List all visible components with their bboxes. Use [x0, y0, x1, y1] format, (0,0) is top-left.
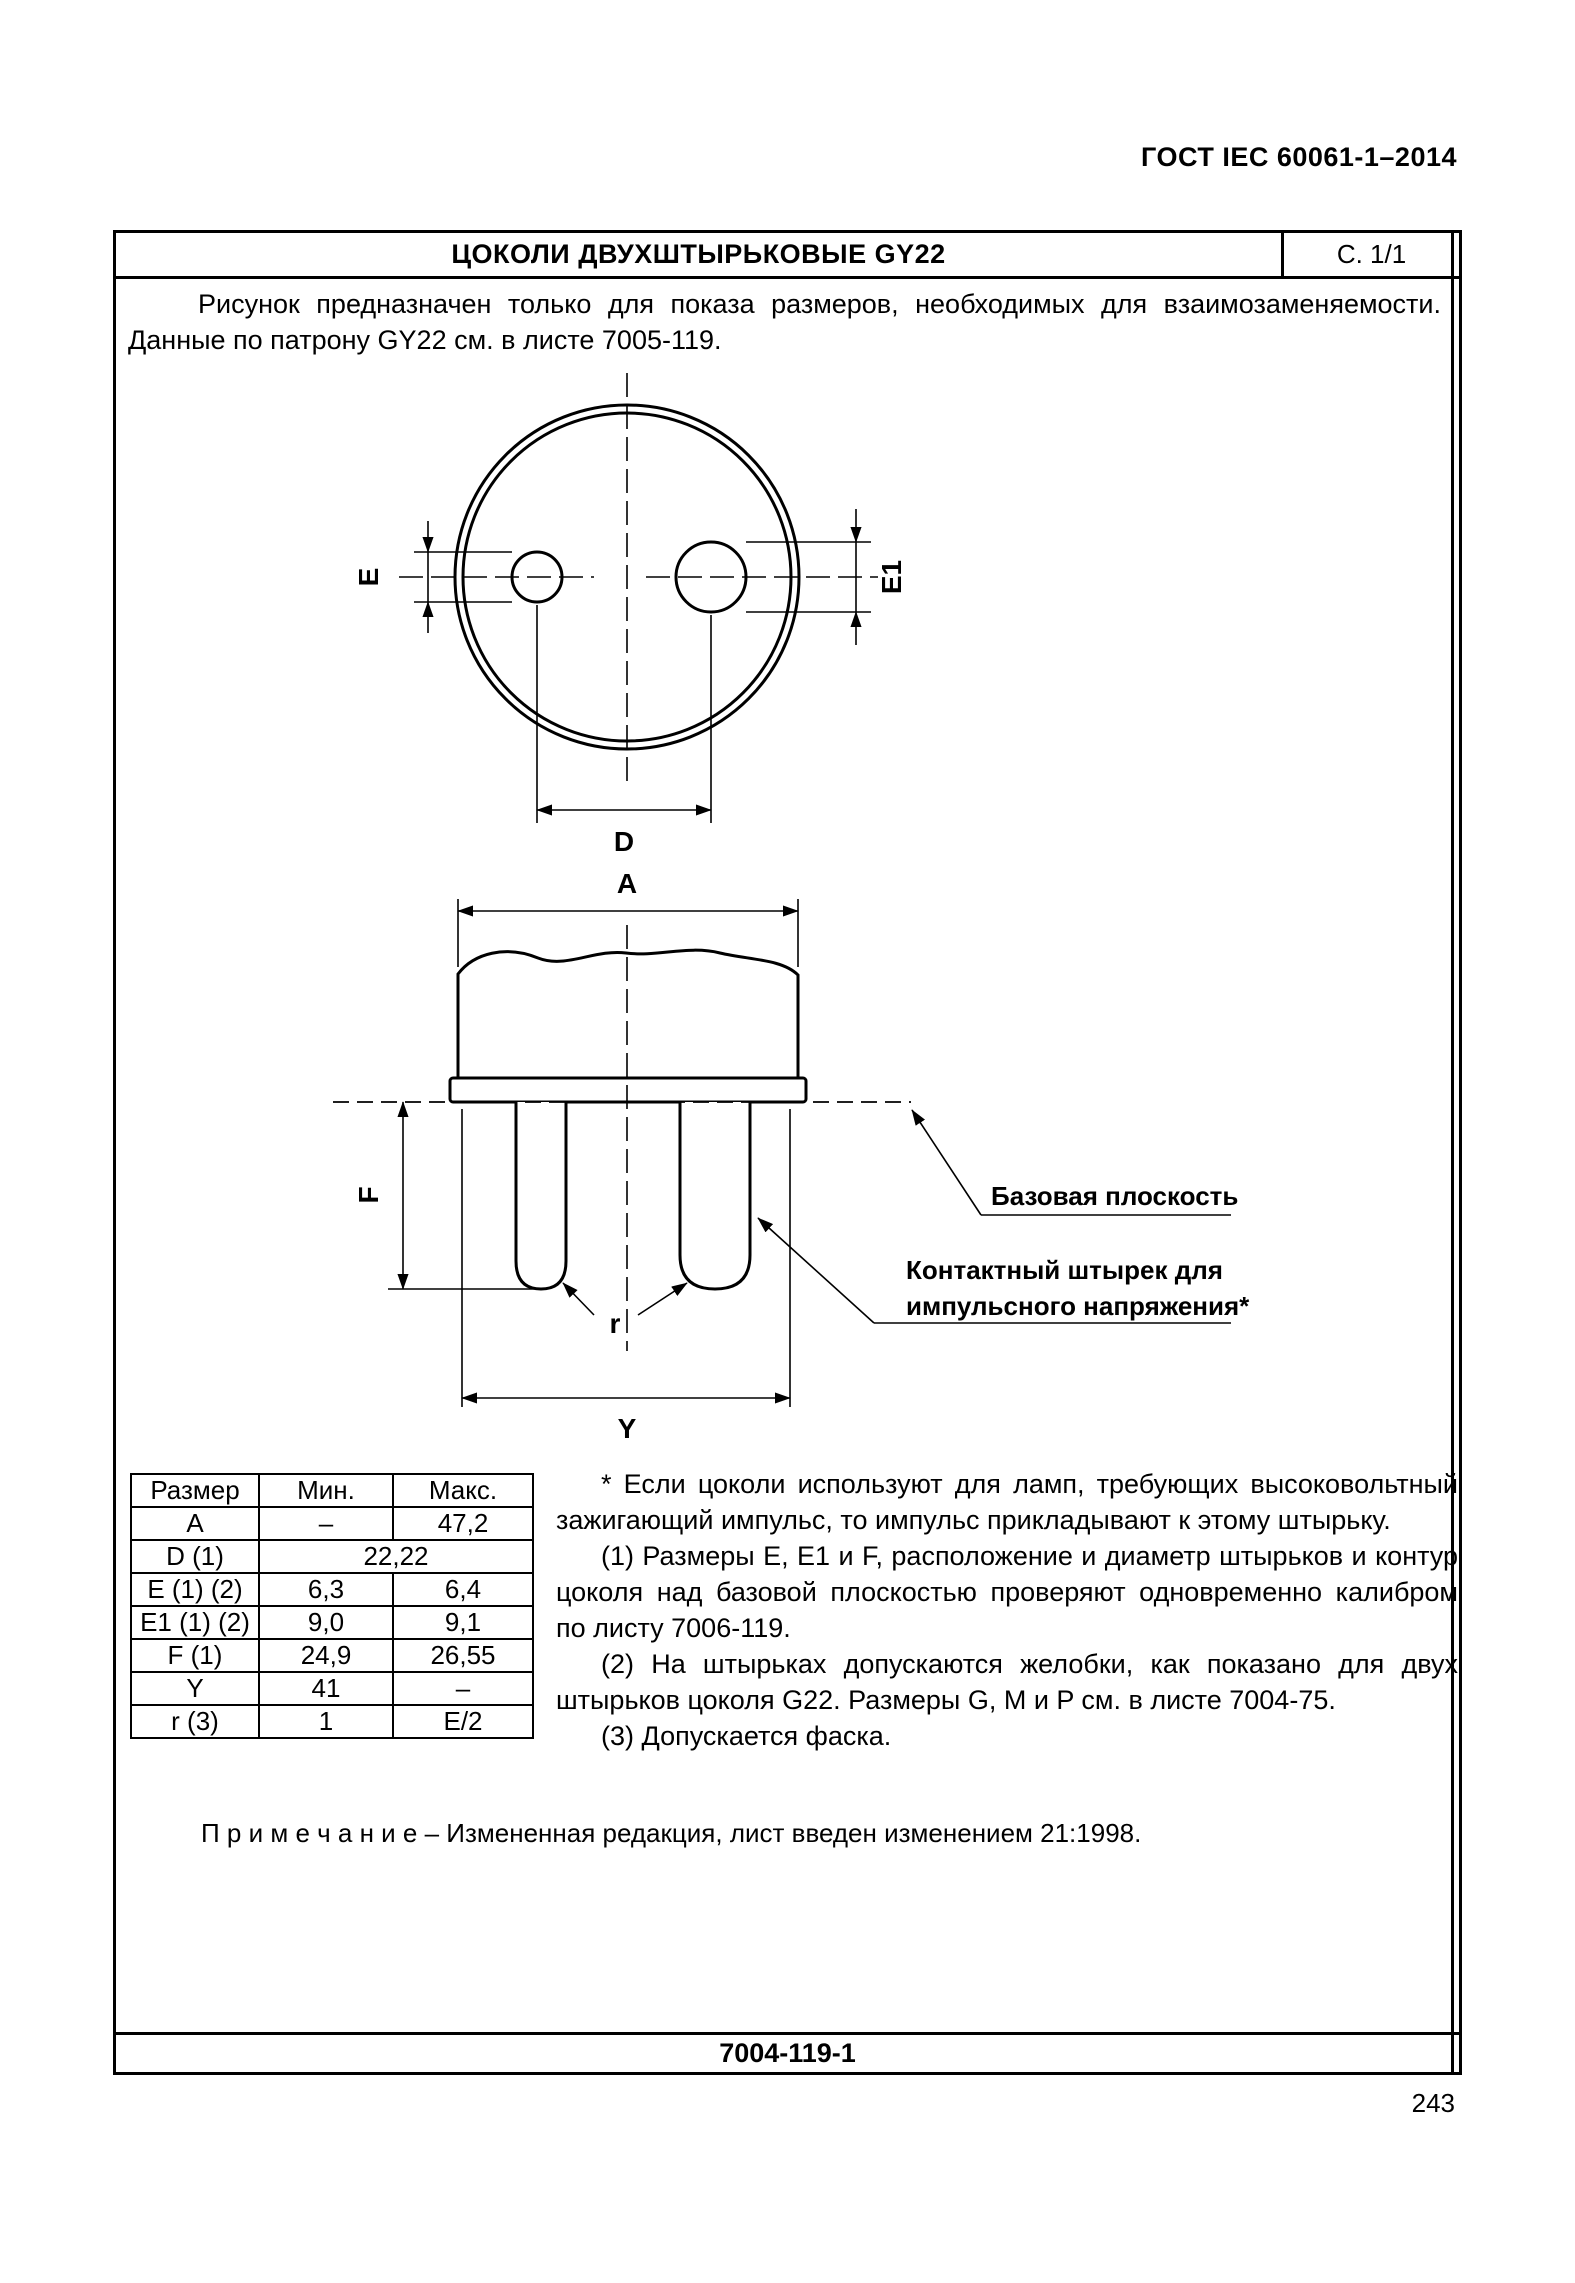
cell-merged-value: 22,22 [258, 1539, 534, 1574]
pin-left-top-view [510, 550, 564, 604]
dim-label-r: r [610, 1308, 621, 1339]
pin-right-top-view [674, 540, 748, 614]
dim-E1: E1 [746, 509, 907, 645]
intro-line1: Рисунок предназначен только для показа р… [198, 289, 1441, 319]
cell-size: F (1) [130, 1638, 260, 1673]
top-view: E E1 D [353, 373, 907, 857]
callout-contact-pin-line2: импульсного напряжения* [906, 1291, 1250, 1321]
remark-label: П р и м е ч а н и е [201, 1818, 418, 1848]
intro-paragraph: Рисунок предназначен только для показа р… [128, 286, 1441, 358]
cell-max: 47,2 [392, 1506, 534, 1541]
base-outline-inner [461, 411, 793, 743]
cell-max: 6,4 [392, 1572, 534, 1607]
col-header-min: Мин. [258, 1473, 394, 1508]
base-collar [448, 1076, 808, 1104]
dimensions-table: Размер Мин. Макс. A – 47,2 D (1) 22,22 E… [130, 1473, 534, 1739]
notes-block: * Если цоколи используют для ламп, требу… [556, 1466, 1458, 1754]
callout-contact-pin: Контактный штырек для импульсного напряж… [757, 1217, 1250, 1324]
dim-label-D: D [614, 826, 634, 857]
note-asterisk: * Если цоколи используют для ламп, требу… [556, 1469, 1458, 1535]
callout-base-plane-label: Базовая плоскость [991, 1181, 1238, 1211]
cell-size: Y [130, 1671, 260, 1706]
dim-F: F [353, 1101, 546, 1290]
base-body [456, 948, 800, 1080]
sheet-title-row: ЦОКОЛИ ДВУХШТЫРЬКОВЫЕ GY22 С. 1/1 [116, 233, 1459, 279]
table-row-D: D (1) 22,22 [130, 1539, 534, 1574]
cell-size: A [130, 1506, 260, 1541]
sheet-number: 7004-119-1 [719, 2038, 856, 2068]
cell-min: 9,0 [258, 1605, 394, 1640]
cell-min: – [258, 1506, 394, 1541]
frame-double-line [1451, 233, 1454, 2072]
dim-label-A: A [617, 868, 637, 899]
table-row-r: r (3) 1 E/2 [130, 1704, 534, 1739]
sheet-number-row: 7004-119-1 [116, 2032, 1459, 2072]
cell-min: 41 [258, 1671, 394, 1706]
dim-D: D [536, 605, 712, 857]
dim-label-F: F [353, 1186, 384, 1203]
col-header-max: Макс. [392, 1473, 534, 1508]
table-row-E1: E1 (1) (2) 9,0 9,1 [130, 1605, 534, 1640]
cell-size: D (1) [130, 1539, 260, 1574]
pin-left-side-view [514, 1102, 568, 1291]
cell-min: 6,3 [258, 1572, 394, 1607]
table-row-E: E (1) (2) 6,3 6,4 [130, 1572, 534, 1607]
intro-line2: Данные по патрону GY22 см. в листе 7005-… [128, 325, 722, 355]
dim-A: A [457, 868, 799, 967]
col-header-size: Размер [130, 1473, 260, 1508]
table-header-row: Размер Мин. Макс. [130, 1473, 534, 1508]
cell-size: r (3) [130, 1704, 260, 1739]
dim-label-E1: E1 [876, 560, 907, 594]
page-number: 243 [1411, 2088, 1455, 2118]
cell-size: E (1) (2) [130, 1572, 260, 1607]
dim-Y: Y [461, 1109, 791, 1444]
table-row-F: F (1) 24,9 26,55 [130, 1638, 534, 1673]
table-row-A: A – 47,2 [130, 1506, 534, 1541]
technical-drawing: E E1 D [333, 373, 1250, 1444]
remark: П р и м е ч а н и е – Измененная редакци… [201, 1818, 1141, 1849]
callout-base-plane: Базовая плоскость [911, 1109, 1238, 1216]
cell-max: E/2 [392, 1704, 534, 1739]
note-3: (3) Допускается фаска. [601, 1721, 892, 1751]
table-row-Y: Y 41 – [130, 1671, 534, 1706]
dim-label-Y: Y [618, 1413, 637, 1444]
callout-contact-pin-line1: Контактный штырек для [906, 1255, 1223, 1285]
dim-label-E: E [353, 568, 384, 587]
cell-max: 9,1 [392, 1605, 534, 1640]
note-2: (2) На штырьках допускаются желобки, как… [556, 1649, 1458, 1715]
cell-max: 26,55 [392, 1638, 534, 1673]
cell-min: 1 [258, 1704, 394, 1739]
standard-designation: ГОСТ IEC 60061-1–2014 [1141, 142, 1457, 172]
remark-text: – Измененная редакция, лист введен измен… [424, 1818, 1142, 1848]
note-1: (1) Размеры E, E1 и F, расположение и ди… [556, 1541, 1458, 1643]
sheet-frame: E E1 D [113, 230, 1462, 2075]
pin-right-side-view [678, 1102, 752, 1291]
dim-E: E [353, 521, 512, 633]
side-view: A F r Y [333, 868, 1250, 1444]
cell-min: 24,9 [258, 1638, 394, 1673]
base-outline-outer [453, 403, 801, 751]
sheet-title: ЦОКОЛИ ДВУХШТЫРЬКОВЫЕ GY22 [451, 239, 946, 269]
dim-r: r [562, 1282, 688, 1339]
cell-max: – [392, 1671, 534, 1706]
cell-size: E1 (1) (2) [130, 1605, 260, 1640]
sheet-page-ref: С. 1/1 [1281, 233, 1459, 276]
